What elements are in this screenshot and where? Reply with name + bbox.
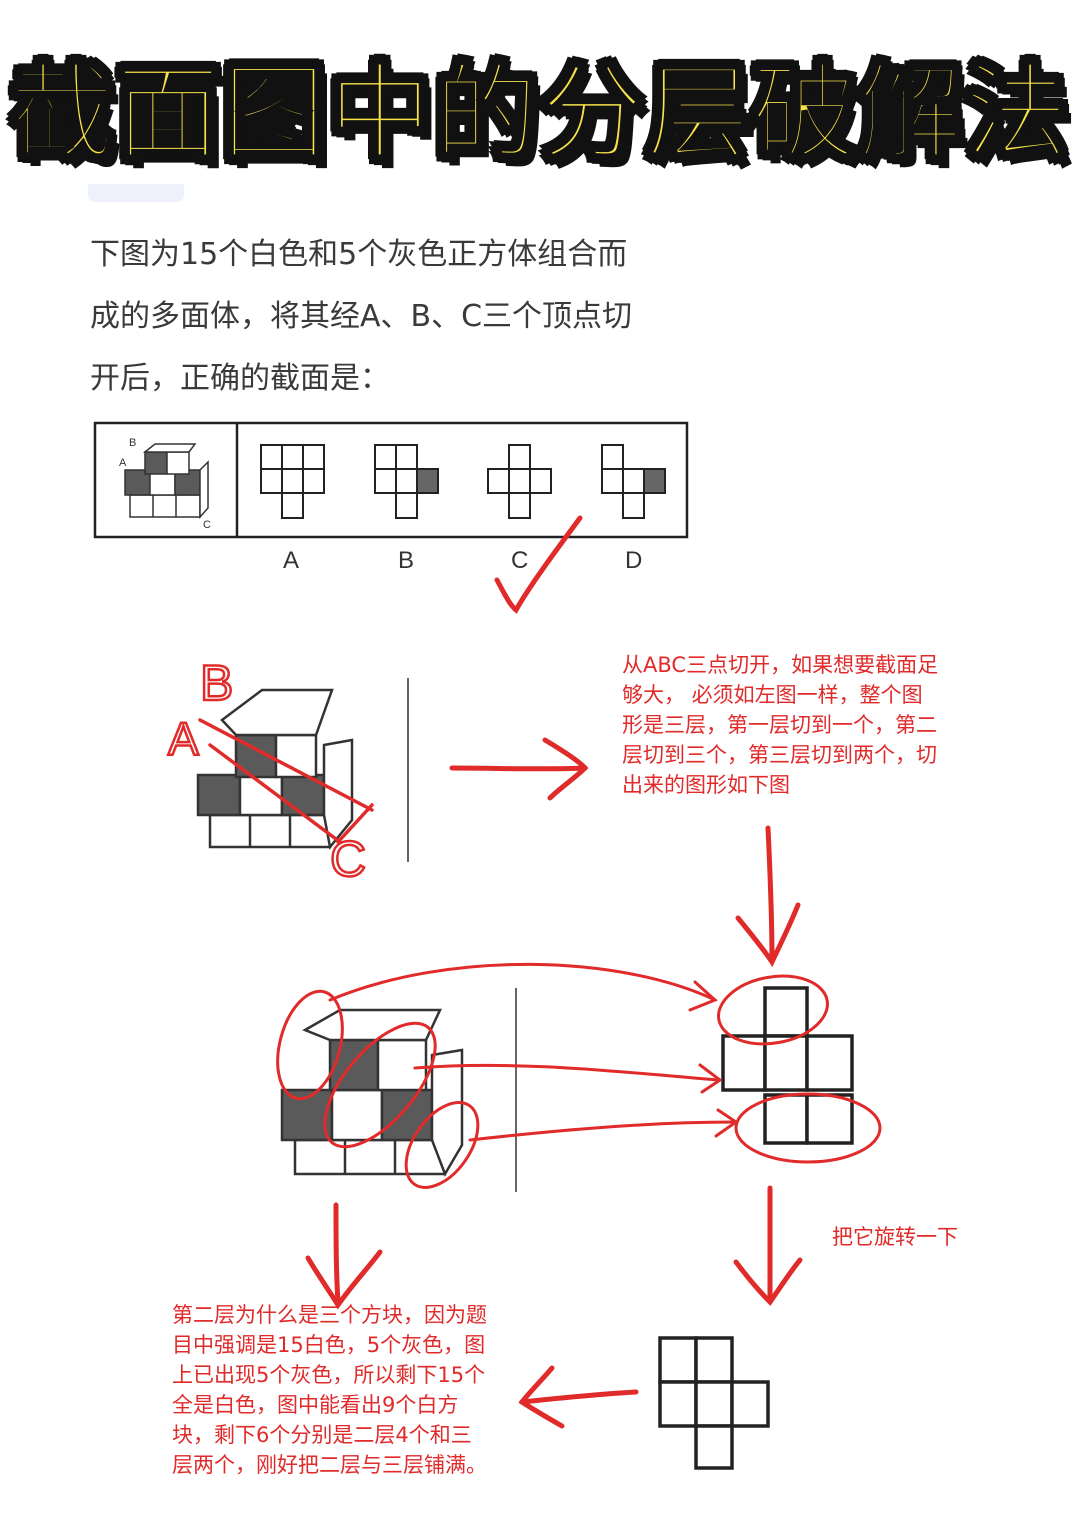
fig-label-c: C (203, 519, 211, 531)
question-figure-table: B A C (93, 421, 689, 539)
question-text: 下图为15个白色和5个灰色正方体组合而 成的多面体，将其经A、B、C三个顶点切 … (90, 224, 690, 410)
question-line: 下图为15个白色和5个灰色正方体组合而 (90, 237, 628, 272)
option-label-a: A (283, 547, 299, 574)
arrow-down-icon (305, 1202, 383, 1310)
option-a-shape (260, 444, 325, 519)
arrow-right-icon (449, 737, 589, 801)
hand-label-c: C (330, 831, 366, 887)
option-label-b: B (398, 547, 414, 574)
note-line: 形是三层，第一层切到一个，第二 (622, 713, 937, 737)
check-mark-icon (494, 515, 583, 614)
rotate-note: 把它旋转一下 (832, 1225, 958, 1249)
option-d-shape (601, 444, 666, 519)
note-line: 块，剩下6个分别是二层4个和三 (172, 1423, 472, 1447)
annotation-note-1: 从ABC三点切开，如果想要截面足 够大， 必须如左图一样，整个图 形是三层，第一… (622, 650, 982, 800)
note-line: 从ABC三点切开，如果想要截面足 (622, 653, 939, 677)
option-label-c: C (511, 547, 528, 574)
question-line: 成的多面体，将其经A、B、C三个顶点切 (90, 299, 633, 334)
arrow-down-icon (735, 825, 801, 968)
option-b-shape (374, 444, 439, 519)
hand-label-b: B (200, 655, 233, 711)
page-title: 截面图中的分层破解法 (8, 51, 1070, 176)
note-line: 够大， 必须如左图一样，整个图 (622, 683, 923, 707)
fig-label-b: B (129, 437, 136, 449)
connection-arrows (328, 962, 739, 1142)
handwritten-cut-lines (198, 718, 374, 844)
question-line: 开后，正确的截面是： (90, 361, 390, 396)
note-line: 目中强调是15白色，5个灰色，图 (172, 1333, 486, 1357)
option-label-d: D (625, 547, 642, 574)
note-line: 上已出现5个灰色，所以剩下15个 (172, 1363, 486, 1387)
annotation-note-2: 第二层为什么是三个方块，因为题 目中强调是15白色，5个灰色，图 上已出现5个灰… (172, 1300, 532, 1480)
cross-section-shape (721, 986, 854, 1145)
option-c-shape (487, 444, 552, 519)
question-tag (88, 184, 184, 202)
small-cube-figure (124, 443, 209, 519)
note-line: 全是白色，图中能看出9个白方 (172, 1393, 459, 1417)
hand-label-a: A (168, 713, 199, 765)
note-line: 出来的图形如下图 (622, 773, 790, 797)
arrow-left-icon (518, 1365, 639, 1429)
rotated-cross-section (658, 1336, 770, 1470)
note-line: 第二层为什么是三个方块，因为题 (172, 1303, 487, 1327)
arrow-down-icon (733, 1185, 803, 1306)
note-line: 层切到三个，第三层切到两个，切 (622, 743, 937, 767)
note-line: 层两个，刚好把二层与三层铺满。 (172, 1453, 487, 1477)
fig-label-a: A (119, 457, 127, 469)
handwritten-layer-circles (276, 974, 882, 1189)
cube-figure-cut (196, 688, 354, 850)
